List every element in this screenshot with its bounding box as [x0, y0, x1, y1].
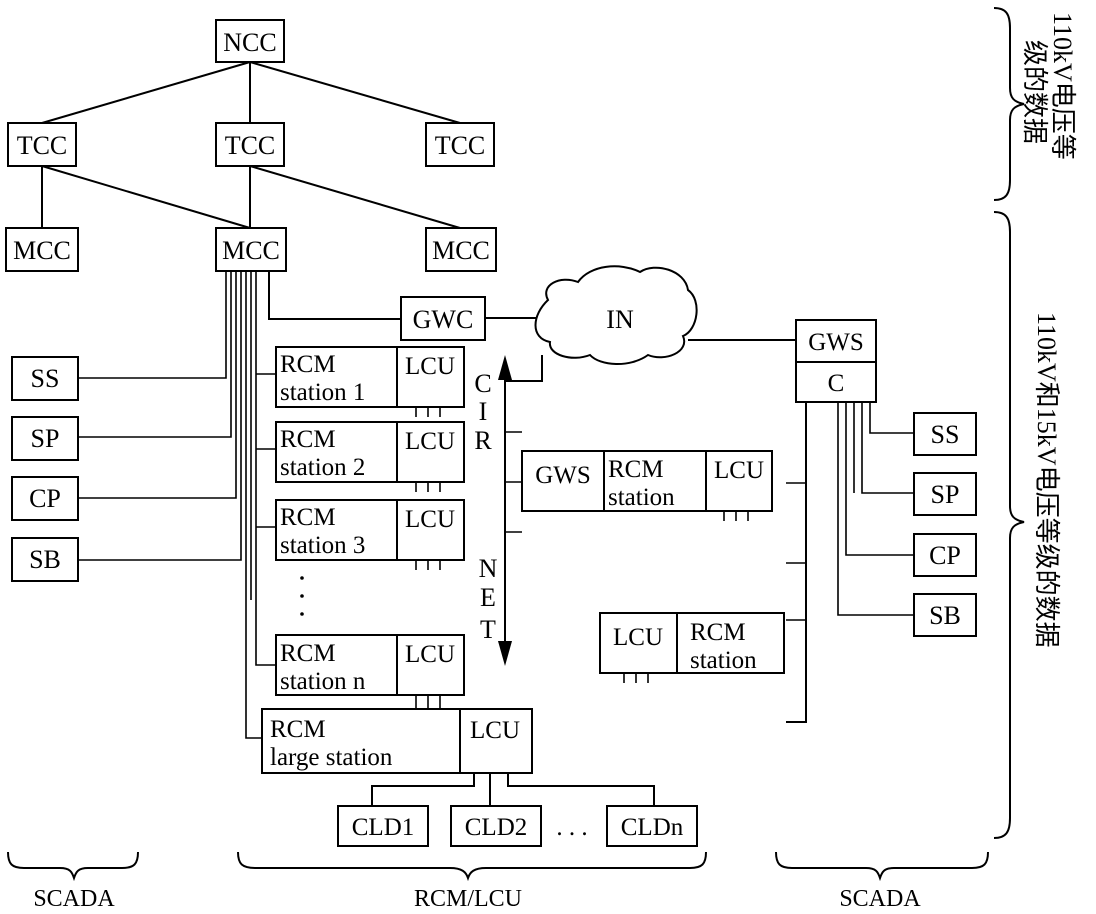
cld-2: CLD2	[450, 805, 542, 847]
rcm-station-1: RCM station 1 LCU	[275, 346, 465, 417]
rcm-label: RCM	[280, 351, 336, 378]
right-gws-node: GWS C	[795, 319, 877, 403]
right-sb-label: SB	[929, 601, 961, 630]
station-label: station 1	[280, 379, 365, 406]
mcc-node-left: MCC	[5, 227, 79, 272]
ncc-label: NCC	[223, 28, 276, 57]
gwc-label: GWC	[413, 305, 474, 334]
side-label-top-line1: 110kV电压等	[1048, 12, 1077, 160]
cld-ellipsis: . . .	[556, 814, 587, 841]
in-cloud: IN	[534, 265, 698, 365]
vertical-ellipsis	[300, 576, 304, 616]
side-label-bottom: 110kV和15kV电压等级的数据	[1032, 312, 1061, 648]
left-cp-label: CP	[29, 484, 61, 513]
in-label: IN	[606, 305, 634, 334]
rcm-large-station: RCM large station LCU	[261, 708, 533, 774]
cir-letter: C	[474, 369, 491, 398]
rcm-label: RCM	[280, 640, 336, 667]
mcc-node-center: MCC	[215, 227, 287, 272]
station-label: station 2	[280, 454, 365, 481]
cir-letter: R	[474, 426, 492, 455]
c-label: C	[828, 370, 845, 397]
station-label: station	[690, 647, 757, 674]
ncc-node: NCC	[215, 19, 285, 63]
bottom-brace-left	[7, 851, 139, 882]
tcc-label: TCC	[225, 131, 276, 160]
rcm-label: RCM	[608, 456, 664, 483]
large-station-label: large station	[270, 744, 393, 771]
rcm-label: RCM	[280, 426, 336, 453]
gws-label: GWS	[808, 329, 864, 356]
group-label-scada-left: SCADA	[33, 886, 115, 912]
cld-1: CLD1	[337, 805, 429, 847]
left-scada-group: SS SP CP SB	[11, 356, 79, 582]
tcc-node-right: TCC	[425, 122, 495, 167]
tcc-node-center: TCC	[215, 122, 285, 167]
tcc-node-left: TCC	[7, 122, 77, 167]
left-ss-label: SS	[31, 364, 60, 393]
lcu-label: LCU	[613, 624, 663, 651]
rcm-station-3: RCM station 3 LCU	[275, 499, 465, 570]
gws-label: GWS	[535, 462, 591, 489]
side-label-top-line2: 级的数据	[1020, 40, 1049, 144]
mcc-node-right: MCC	[425, 227, 497, 272]
right-sp-label: SP	[931, 480, 960, 509]
gwc-node: GWC	[400, 296, 486, 341]
right-scada-group: SS SP CP SB	[913, 412, 977, 637]
right-brace-bottom	[993, 211, 1025, 839]
lcu-label: LCU	[470, 717, 520, 744]
hierarchy-links	[41, 61, 461, 229]
cld-label: CLD1	[352, 814, 415, 841]
bottom-brace-center	[237, 851, 707, 882]
group-label-rcm-lcu: RCM/LCU	[414, 886, 522, 912]
right-bus	[786, 401, 824, 723]
mcc-bundle	[78, 271, 401, 739]
gws-rcm-station: GWS RCM station LCU	[521, 450, 773, 521]
cld-label: CLD2	[465, 814, 528, 841]
net-letter: N	[479, 554, 498, 583]
mcc-label: MCC	[13, 236, 71, 265]
lcu-label: LCU	[405, 353, 455, 380]
station-label: station 3	[280, 532, 365, 559]
group-label-scada-right: SCADA	[839, 886, 921, 912]
bottom-brace-right	[775, 851, 989, 882]
right-ss-label: SS	[931, 420, 960, 449]
rcm-label: RCM	[270, 716, 326, 743]
lcu-label: LCU	[405, 506, 455, 533]
tcc-label: TCC	[17, 131, 68, 160]
rcm-station-2: RCM station 2 LCU	[275, 421, 465, 492]
lcu-label: LCU	[405, 428, 455, 455]
station-label: station	[608, 484, 675, 511]
lcu-label: LCU	[405, 641, 455, 668]
cld-n: CLDn	[606, 805, 698, 847]
tcc-label: TCC	[435, 131, 486, 160]
right-brace-top	[993, 7, 1025, 201]
station-label: station n	[280, 668, 366, 695]
rcm-station-n: RCM station n LCU	[275, 634, 465, 709]
right-cp-label: CP	[929, 541, 961, 570]
mcc-label: MCC	[222, 236, 280, 265]
lcu-label: LCU	[714, 457, 764, 484]
net-letter: E	[480, 583, 496, 612]
left-sb-label: SB	[29, 545, 61, 574]
cld-links	[371, 773, 655, 806]
lcu-rcm-station: LCU RCM station	[599, 612, 785, 683]
cld-label: CLDn	[621, 814, 684, 841]
rcm-label: RCM	[690, 619, 746, 646]
net-letter: T	[480, 615, 496, 644]
cir-letter: I	[479, 397, 488, 426]
cir-net-arrow: C I R N E T	[474, 355, 522, 666]
right-scada-links	[837, 402, 914, 616]
left-sp-label: SP	[31, 424, 60, 453]
rcm-label: RCM	[280, 504, 336, 531]
mcc-label: MCC	[432, 236, 490, 265]
